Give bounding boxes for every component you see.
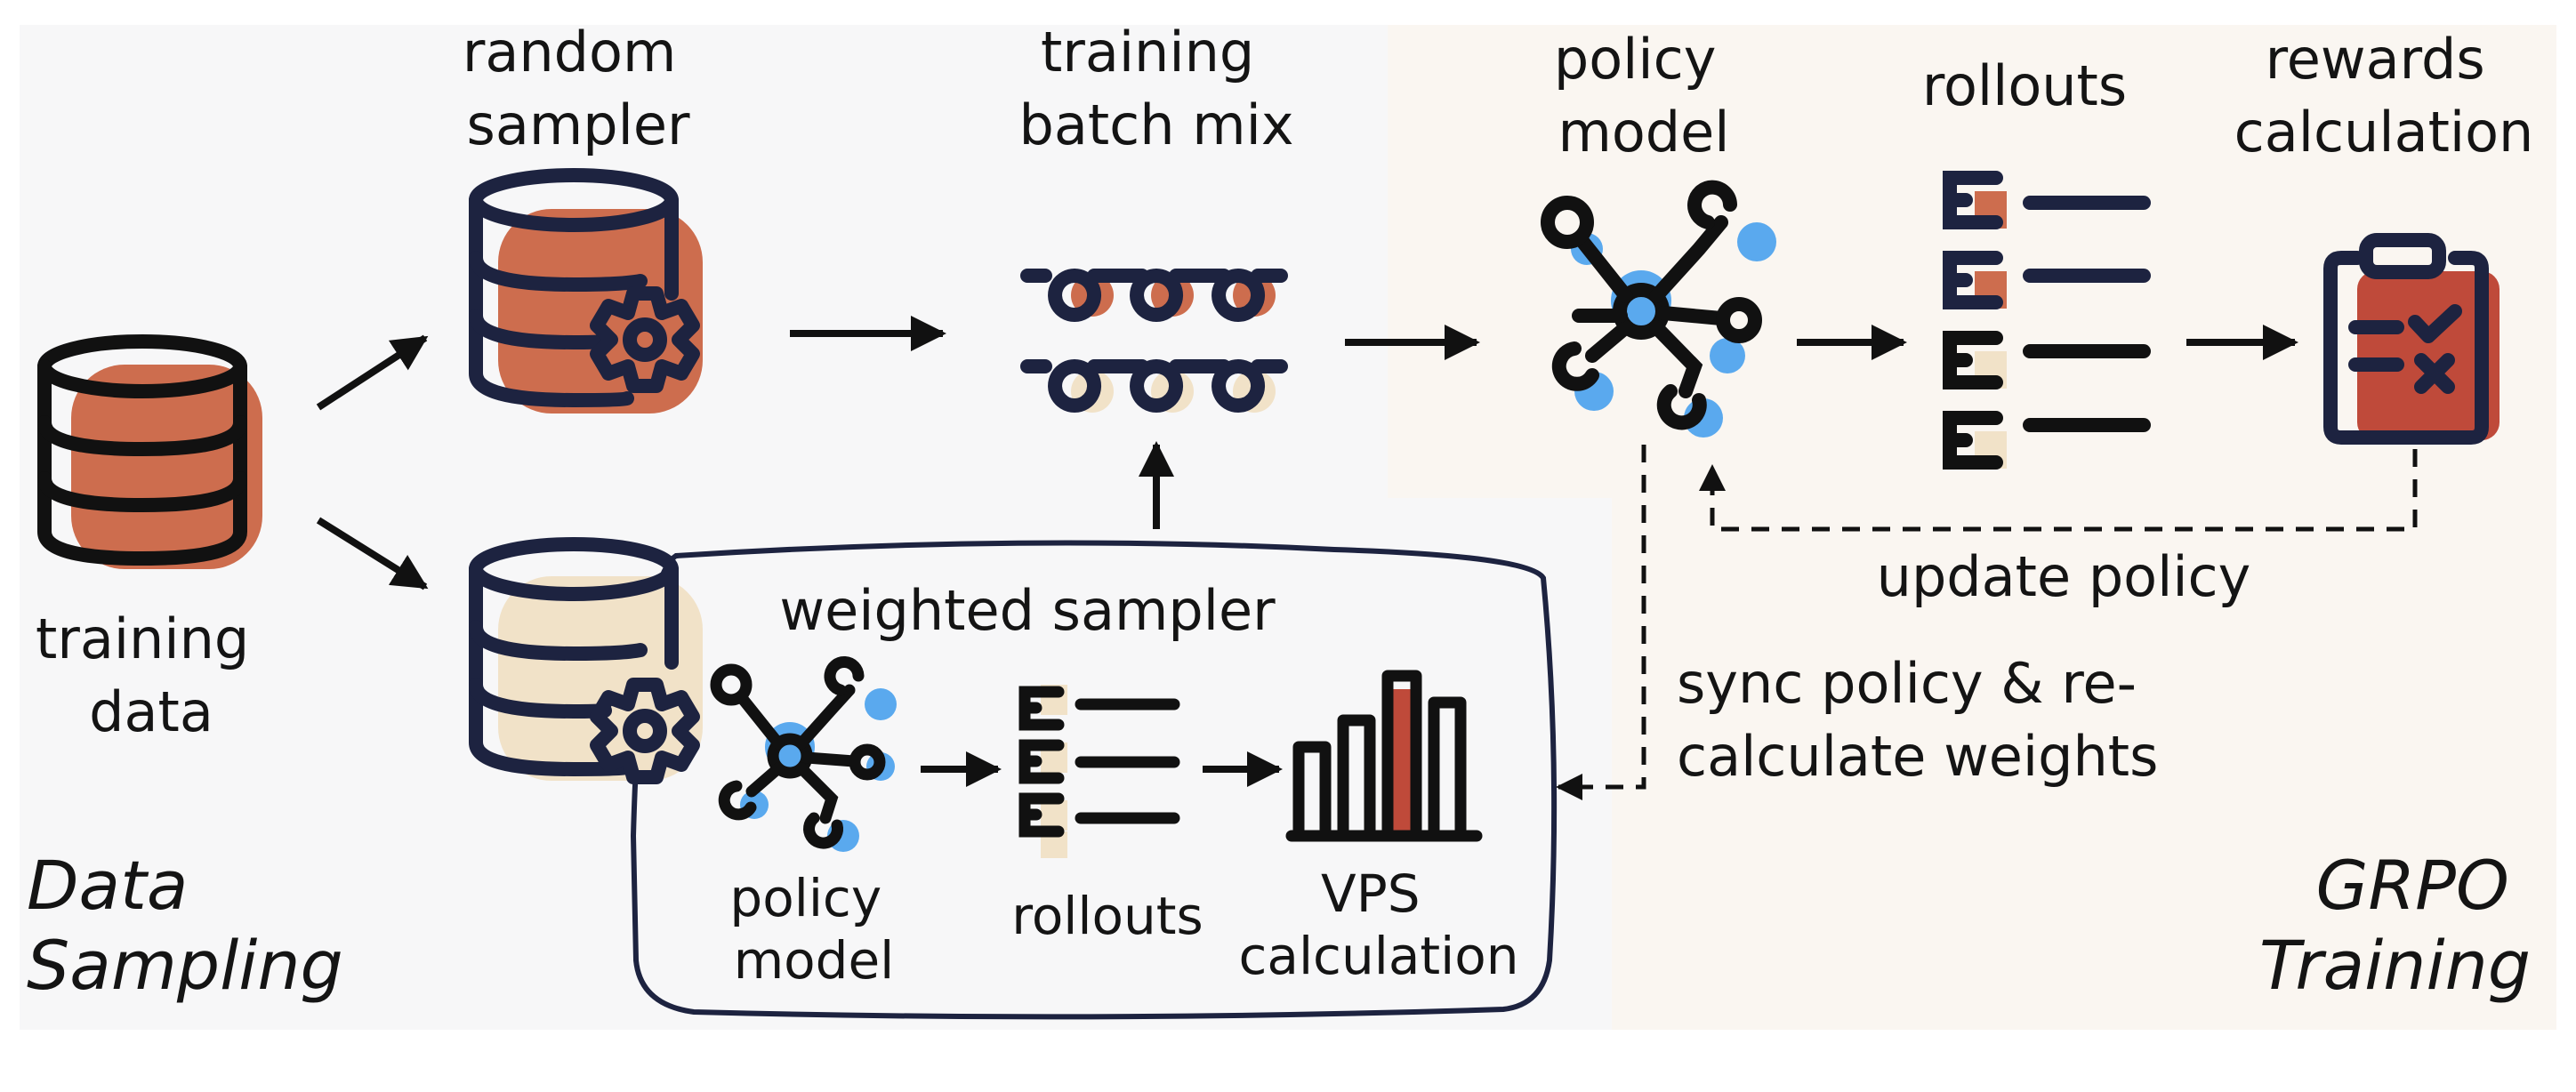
training-data-line-2: data xyxy=(89,679,213,744)
vps-calculation-line-1: VPS xyxy=(1321,863,1420,924)
training-data-label: training data xyxy=(36,606,267,744)
training-data-line-1: training xyxy=(36,606,249,671)
training-data-database-icon xyxy=(37,334,262,569)
rewards-calculation-line-1: rewards xyxy=(2266,27,2485,92)
grpo-training-line-2: Training xyxy=(2259,926,2531,1005)
policy-model-network-icon xyxy=(1541,180,1776,438)
inner-policy-model-network-icon xyxy=(710,656,897,852)
inner-policy-model-label: policy model xyxy=(729,868,898,991)
data-sampling-line-2: Sampling xyxy=(27,926,343,1005)
policy-model-top-line-1: policy xyxy=(1554,27,1717,92)
rewards-calculation-line-2: calculation xyxy=(2234,100,2534,165)
rewards-clipboard-icon xyxy=(2323,233,2500,445)
data-sampling-region-label: Data Sampling xyxy=(27,846,343,1005)
rollouts-top-label: rollouts xyxy=(1922,53,2127,118)
arrow-data-to-random xyxy=(316,334,429,411)
rewards-calculation-label: rewards calculation xyxy=(2234,27,2534,165)
random-sampler-line-1: random xyxy=(463,20,676,84)
rollouts-list-icon xyxy=(1943,171,2151,470)
training-batch-mix-line-1: training xyxy=(1041,20,1254,84)
random-sampler-gear-icon xyxy=(590,286,700,393)
sync-policy-line-2: calculate weights xyxy=(1677,724,2158,789)
sync-policy-label: sync policy & re- calculate weights xyxy=(1677,651,2158,789)
random-sampler-label: random sampler xyxy=(463,20,694,157)
vps-calculation-label: VPS calculation xyxy=(1239,863,1519,986)
weighted-sampler-box xyxy=(630,540,1558,1020)
inner-rollouts-label: rollouts xyxy=(1011,886,1203,946)
policy-model-top-line-2: model xyxy=(1558,100,1729,165)
policy-model-top-label: policy model xyxy=(1554,27,1734,165)
training-batch-mix-line-2: batch mix xyxy=(1018,92,1293,157)
inner-policy-model-line-1: policy xyxy=(729,868,881,928)
grpo-training-line-1: GRPO xyxy=(2315,846,2508,925)
vps-calculation-line-2: calculation xyxy=(1239,926,1519,986)
weighted-sampler-label: weighted sampler xyxy=(779,578,1276,643)
random-sampler-database-icon xyxy=(469,168,703,414)
sync-policy-dashed-arrow xyxy=(1556,445,1646,800)
random-sampler-line-2: sampler xyxy=(467,92,690,157)
inner-rollouts-list-icon xyxy=(1018,685,1180,858)
weighted-sampler-database-icon xyxy=(469,537,703,784)
sync-policy-line-1: sync policy & re- xyxy=(1677,651,2137,716)
arrow-data-to-weighted xyxy=(316,517,429,590)
vps-bar-chart-icon xyxy=(1285,670,1483,842)
inner-policy-model-line-2: model xyxy=(734,930,895,991)
grpo-training-region-label: GRPO Training xyxy=(2259,846,2531,1005)
update-policy-dashed-arrow xyxy=(1699,449,2418,532)
training-batch-mix-label: training batch mix xyxy=(1018,20,1293,157)
data-sampling-line-1: Data xyxy=(27,846,188,925)
batch-mix-icon xyxy=(1020,269,1288,413)
weighted-sampler-gear-icon xyxy=(590,678,700,784)
update-policy-label: update policy xyxy=(1877,544,2251,609)
